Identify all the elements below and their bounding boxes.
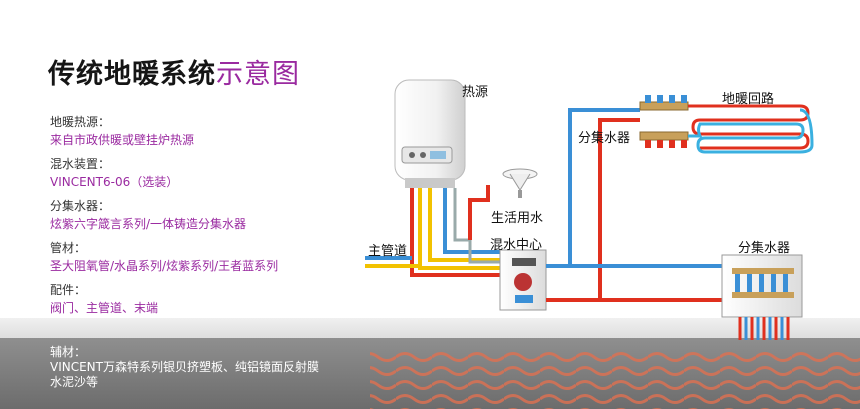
floor-heating-loop bbox=[688, 106, 812, 152]
label-manifold-top: 分集水器 bbox=[578, 127, 630, 146]
label-manifold-right: 分集水器 bbox=[738, 237, 790, 256]
label-mixing-center: 混水中心 bbox=[490, 234, 542, 253]
manifold-right bbox=[722, 255, 802, 340]
label-domestic-water: 生活用水 bbox=[491, 207, 543, 226]
boiler bbox=[395, 80, 465, 188]
mixing-center bbox=[500, 250, 546, 310]
floor-heating-slab-pipes bbox=[370, 352, 860, 409]
label-heat-source: 热源 bbox=[462, 81, 488, 100]
label-main-pipe: 主管道 bbox=[368, 240, 407, 259]
boiler-pipes bbox=[412, 188, 505, 275]
domestic-water-fixture bbox=[470, 169, 537, 240]
manifold-top bbox=[640, 95, 688, 148]
label-floor-loop: 地暖回路 bbox=[722, 88, 774, 107]
